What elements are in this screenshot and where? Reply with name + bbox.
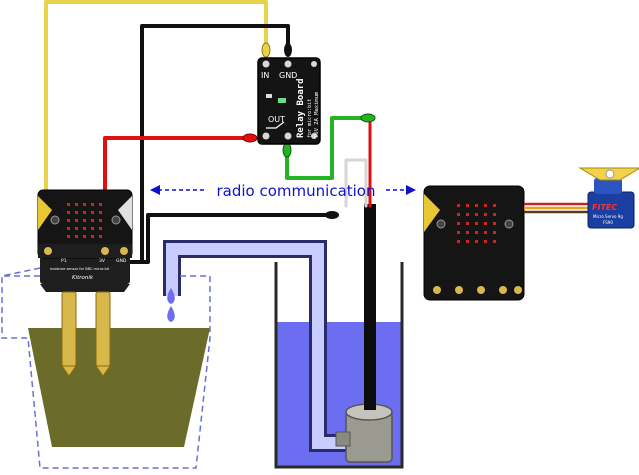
water-pump (335, 204, 393, 463)
wire-white-pump (344, 158, 368, 208)
arrow-left-icon (150, 185, 160, 195)
relay-pin-in: IN (261, 71, 269, 80)
microbit-sensor-unit: moisture sensor for BBC micro:bit Kitron… (37, 189, 133, 377)
moisture-sensor-brand: Kitronik (72, 275, 94, 281)
servo-wires (524, 202, 588, 214)
wire-plugs (242, 42, 376, 219)
water-drop-icon (167, 288, 175, 322)
wire-yellow (44, 0, 268, 194)
relay-pin-gnd: GND (279, 71, 297, 80)
led-matrix-receiver (457, 204, 496, 243)
relay-board-name: Relay Board (296, 78, 306, 138)
arrow-right-icon (406, 185, 416, 195)
receiver-edge-pads (433, 286, 522, 294)
wire-black-pump (125, 213, 332, 264)
edge-connector: P1 3V GND (38, 244, 132, 264)
tank-walls (274, 262, 404, 469)
soil-pot (28, 328, 210, 447)
sensor-pin-3v: 3V (99, 258, 106, 264)
relay-board: IN GND OUT Relay Board for micro:bit 16V… (257, 57, 321, 145)
moisture-sensor: moisture sensor for BBC micro:bit Kitron… (40, 256, 130, 377)
pump-cable (364, 204, 376, 410)
sensor-pin-p1: P1 (61, 258, 67, 264)
button-b (111, 215, 121, 225)
caption-radio: radio communication (217, 182, 376, 200)
microbit-receiver (423, 185, 525, 301)
wire-green (285, 116, 368, 180)
relay-board-subtitle: for micro:bit (307, 99, 313, 138)
pot-outline (1, 267, 211, 469)
relay-board-rating: 16V 2A Maximum (314, 91, 320, 138)
moisture-sensor-text: moisture sensor for BBC micro:bit (50, 267, 110, 271)
sensor-pin-gnd: GND (116, 258, 127, 264)
button-a (50, 215, 60, 225)
water-pipe (163, 240, 350, 452)
servo-code: FS90 (603, 220, 613, 225)
led-matrix (67, 203, 102, 238)
servo-brand: FITEC (592, 203, 617, 212)
radio-link: radio communication (150, 182, 416, 200)
servo-model: Micro Servo 9g (593, 214, 623, 219)
relay-pin-out: OUT (268, 115, 285, 124)
servo-motor: FITEC Micro Servo 9g FS90 (578, 167, 639, 229)
